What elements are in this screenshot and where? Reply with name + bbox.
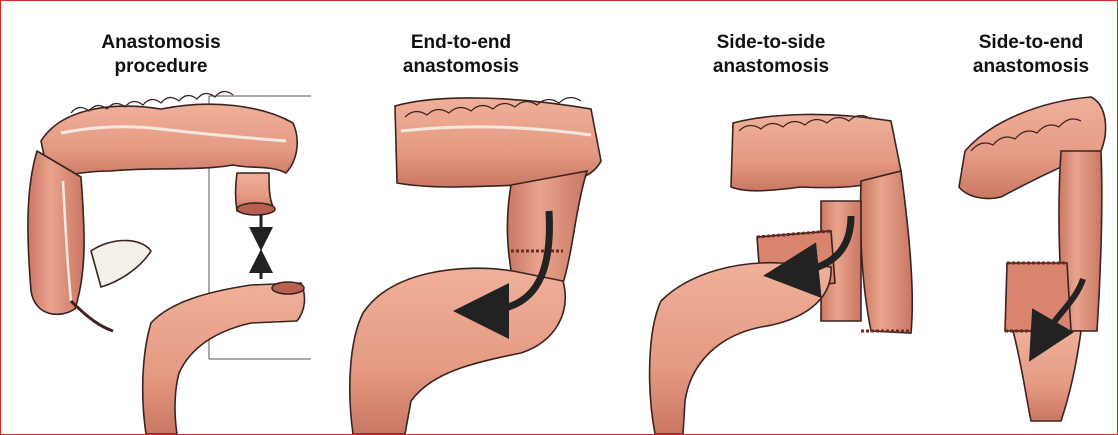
rectum [1013,331,1081,421]
appendix [71,301,113,331]
stump-opening-upper [237,203,275,215]
stump-segment [1005,263,1071,331]
panel-side-to-end [959,97,1106,421]
ascending-colon [28,151,84,314]
descending-colon [860,171,912,333]
mesentery [91,241,151,288]
panel-anastomosis-procedure [28,91,311,434]
panel-end-to-end [350,97,601,434]
panel-side-to-side [650,114,913,434]
stump-opening-lower [272,282,304,294]
transverse-colon [41,104,297,179]
sigmoid-segment [650,263,831,434]
